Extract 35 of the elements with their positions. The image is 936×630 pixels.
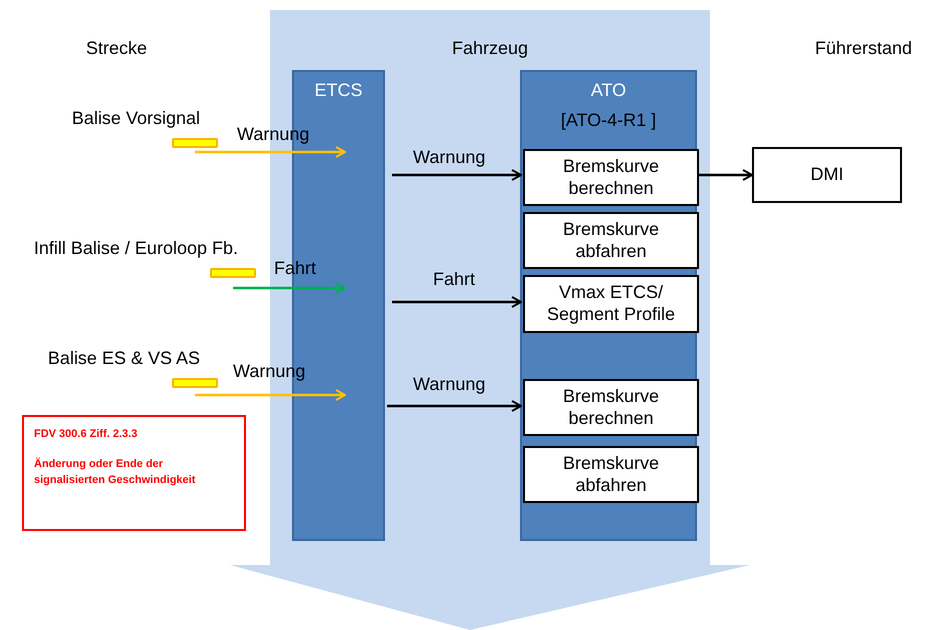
column-title: ETCS <box>313 80 364 101</box>
section-heading: Fahrzeug <box>450 38 530 59</box>
display-box <box>752 147 902 203</box>
edge-label: Fahrt <box>433 269 476 290</box>
edge-label: Warnung <box>413 374 486 395</box>
balise-label: Balise Vorsignal <box>72 108 200 129</box>
arrow <box>387 400 522 412</box>
function-box <box>523 379 699 436</box>
box-text: Bremskurve abfahren <box>562 452 660 496</box>
arrow <box>392 296 522 308</box>
balise-label: Infill Balise / Euroloop Fb. <box>34 238 238 259</box>
note-text: Änderung oder Ende der signalisierten Geschwindigkeit <box>34 456 196 488</box>
function-box <box>523 275 699 333</box>
note-text: FDV 300.6 Ziff. 2.3.3 <box>34 427 138 442</box>
box-text: DMI <box>810 164 844 186</box>
arrow <box>392 169 522 181</box>
note-box <box>22 415 246 531</box>
column-heading: Strecke <box>86 38 148 59</box>
edge-label: Warnung <box>413 147 486 168</box>
function-box <box>523 212 699 269</box>
box-text: Vmax ETCS/ Segment Profile <box>546 282 676 326</box>
column-title: ATO <box>590 80 628 101</box>
function-box <box>523 149 699 206</box>
box-text: Bremskurve abfahren <box>562 218 660 262</box>
system-column <box>520 70 697 541</box>
arrow <box>195 146 346 158</box>
requirement-id: [ATO-4-R1 ] <box>560 110 658 131</box>
arrow <box>697 169 753 181</box>
function-box <box>523 446 699 503</box>
box-text: Bremskurve berechnen <box>562 156 660 200</box>
arrow <box>233 282 346 294</box>
column-heading: Führerstand <box>815 38 912 59</box>
box-text: Bremskurve berechnen <box>562 386 660 430</box>
arrow <box>195 389 346 401</box>
balise-label: Balise ES & VS AS <box>48 348 200 369</box>
